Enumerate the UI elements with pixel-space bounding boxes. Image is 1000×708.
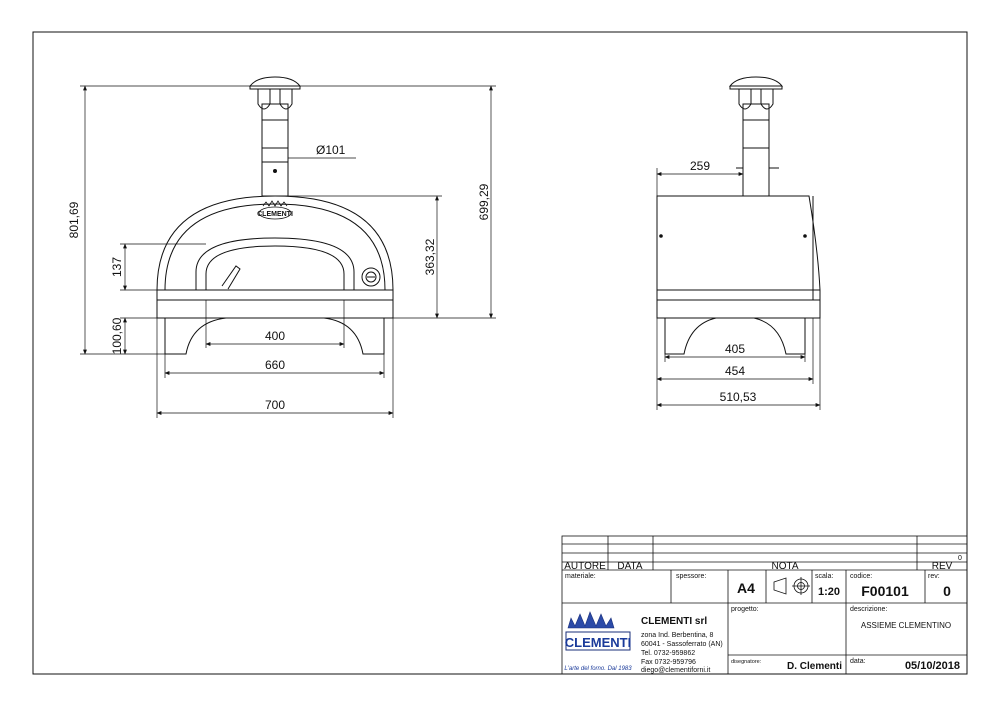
svg-text:Tel. 0732-959862: Tel. 0732-959862 xyxy=(641,650,695,657)
chimney-cap xyxy=(248,76,302,87)
dim-total-height: 801,69 xyxy=(67,201,81,238)
svg-text:spessore:: spessore: xyxy=(676,573,706,580)
title-block-text: 0 AUTORE DATA NOTA REV materiale: spesso… xyxy=(564,555,962,674)
dim-inner-width: 400 xyxy=(265,329,285,343)
designer-value: D. Clementi xyxy=(787,661,842,672)
front-view xyxy=(156,76,394,355)
svg-text:L'arte del forno. Dal 1983: L'arte del forno. Dal 1983 xyxy=(564,666,632,672)
svg-text:diego@clementiforni.it: diego@clementiforni.it xyxy=(641,667,710,674)
dim-outer-width-660: 660 xyxy=(265,358,285,372)
oven-mouth xyxy=(195,237,355,290)
svg-text:CLEMENTI: CLEMENTI xyxy=(257,211,293,218)
side-dimensions xyxy=(656,168,821,410)
door-handle xyxy=(221,265,241,290)
description-value: ASSIEME CLEMENTINO xyxy=(861,621,951,630)
svg-text:CLEMENTI: CLEMENTI xyxy=(565,635,631,650)
side-dimension-labels: 259 405 454 510,53 xyxy=(690,159,757,404)
front-dimension-labels: 801,69 699,29 363,32 137 100,60 Ø101 400… xyxy=(67,143,491,412)
header-rev: REV xyxy=(932,561,953,572)
company-logo: CLEMENTI L'arte del forno. Dal 1983 xyxy=(564,611,632,672)
dim-overall-depth: 510,53 xyxy=(720,390,757,404)
side-chimney-pipe xyxy=(742,119,770,197)
front-logo: CLEMENTI xyxy=(257,200,293,220)
dim-height-to-cap: 699,29 xyxy=(477,183,491,220)
format-value: A4 xyxy=(737,580,755,596)
dim-mouth-height: 137 xyxy=(110,257,124,277)
side-view xyxy=(656,76,821,355)
header-nota: NOTA xyxy=(771,561,798,572)
svg-text:materiale:: materiale: xyxy=(565,573,596,580)
svg-text:progetto:: progetto: xyxy=(731,606,759,613)
thermometer xyxy=(361,267,381,287)
svg-text:data:: data: xyxy=(850,658,866,665)
chimney-collar xyxy=(257,89,293,110)
svg-text:zona Ind. Berbentina, 8: zona Ind. Berbentina, 8 xyxy=(641,632,713,639)
oven-base xyxy=(156,289,394,319)
oven-legs xyxy=(164,317,385,355)
svg-text:60041 - Sassoferrato (AN): 60041 - Sassoferrato (AN) xyxy=(641,641,723,648)
drawing-frame xyxy=(32,31,968,675)
svg-text:disegnatore:: disegnatore: xyxy=(731,659,762,665)
side-body xyxy=(656,195,821,319)
date-value: 05/10/2018 xyxy=(905,660,960,672)
dim-base-depth: 454 xyxy=(725,364,745,378)
header-data: DATA xyxy=(617,561,643,572)
side-legs xyxy=(664,317,806,355)
code-value: F00101 xyxy=(861,583,909,599)
chimney-pipe xyxy=(261,119,289,197)
svg-text:Fax 0732-959796: Fax 0732-959796 xyxy=(641,659,696,666)
company-name: CLEMENTI srl xyxy=(641,616,707,627)
dim-overall-width: 700 xyxy=(265,398,285,412)
dim-dome-height: 363,32 xyxy=(423,238,437,275)
title-block xyxy=(561,535,968,675)
svg-text:rev:: rev: xyxy=(928,573,940,580)
dim-chimney-offset: 259 xyxy=(690,159,710,173)
scale-value: 1:20 xyxy=(818,586,840,598)
dim-base-height: 100,60 xyxy=(110,317,124,354)
front-dimensions xyxy=(80,85,496,418)
oven-dome xyxy=(156,195,394,291)
svg-text:0: 0 xyxy=(958,555,962,562)
projection-symbol xyxy=(773,577,787,595)
header-autore: AUTORE xyxy=(564,561,606,572)
svg-text:descrizione:: descrizione: xyxy=(850,606,887,613)
svg-text:codice:: codice: xyxy=(850,573,872,580)
revision-value: 0 xyxy=(943,583,951,599)
dim-leg-span: 405 xyxy=(725,342,745,356)
dim-chimney-diameter: Ø101 xyxy=(316,143,346,157)
svg-text:scala:: scala: xyxy=(815,573,833,580)
